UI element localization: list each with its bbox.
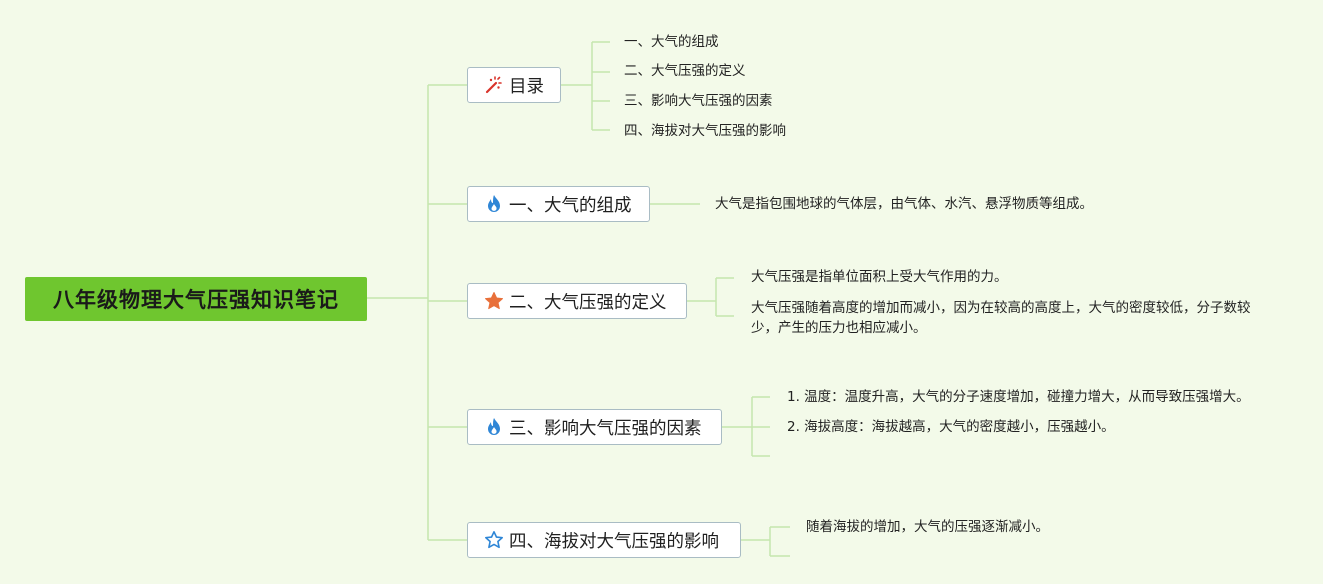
magic-wand-icon [484, 75, 504, 95]
flame-icon [484, 417, 504, 437]
branch-altitude-effect-label: 四、海拔对大气压强的影响 [509, 531, 719, 552]
root-topic[interactable]: 八年级物理大气压强知识笔记 [25, 277, 367, 321]
toc-item[interactable]: 四、海拔对大气压强的影响 [624, 123, 786, 139]
branch-atmosphere-composition[interactable]: 一、大气的组成 [467, 186, 650, 222]
leaf-note[interactable]: 大气压强是指单位面积上受大气作用的力。 [751, 269, 1008, 285]
leaf-note[interactable]: 大气压强随着高度的增加而减小，因为在较高的高度上，大气的密度较低，分子数较少，产… [751, 300, 1251, 336]
branch-pressure-factors-label: 三、影响大气压强的因素 [509, 418, 702, 439]
toc-item[interactable]: 一、大气的组成 [624, 34, 719, 50]
toc-item[interactable]: 二、大气压强的定义 [624, 63, 746, 79]
branch-atmosphere-composition-label: 一、大气的组成 [509, 195, 632, 216]
branch-pressure-definition[interactable]: 二、大气压强的定义 [467, 283, 687, 319]
flame-icon [484, 194, 504, 214]
leaf-note[interactable]: 2. 海拔高度：海拔越高，大气的密度越小，压强越小。 [787, 419, 1115, 435]
star-outline-icon [484, 530, 504, 550]
leaf-note[interactable]: 随着海拔的增加，大气的压强逐渐减小。 [806, 519, 1049, 535]
branch-altitude-effect[interactable]: 四、海拔对大气压强的影响 [467, 522, 741, 558]
branch-toc-label: 目录 [509, 76, 544, 97]
toc-item[interactable]: 三、影响大气压强的因素 [624, 93, 773, 109]
leaf-note[interactable]: 大气是指包围地球的气体层，由气体、水汽、悬浮物质等组成。 [715, 196, 1093, 212]
star-filled-icon [484, 291, 504, 311]
root-title: 八年级物理大气压强知识笔记 [53, 288, 339, 312]
branch-pressure-factors[interactable]: 三、影响大气压强的因素 [467, 409, 722, 445]
branch-pressure-definition-label: 二、大气压强的定义 [509, 292, 667, 313]
leaf-note[interactable]: 1. 温度：温度升高，大气的分子速度增加，碰撞力增大，从而导致压强增大。 [787, 389, 1250, 405]
branch-toc[interactable]: 目录 [467, 67, 561, 103]
